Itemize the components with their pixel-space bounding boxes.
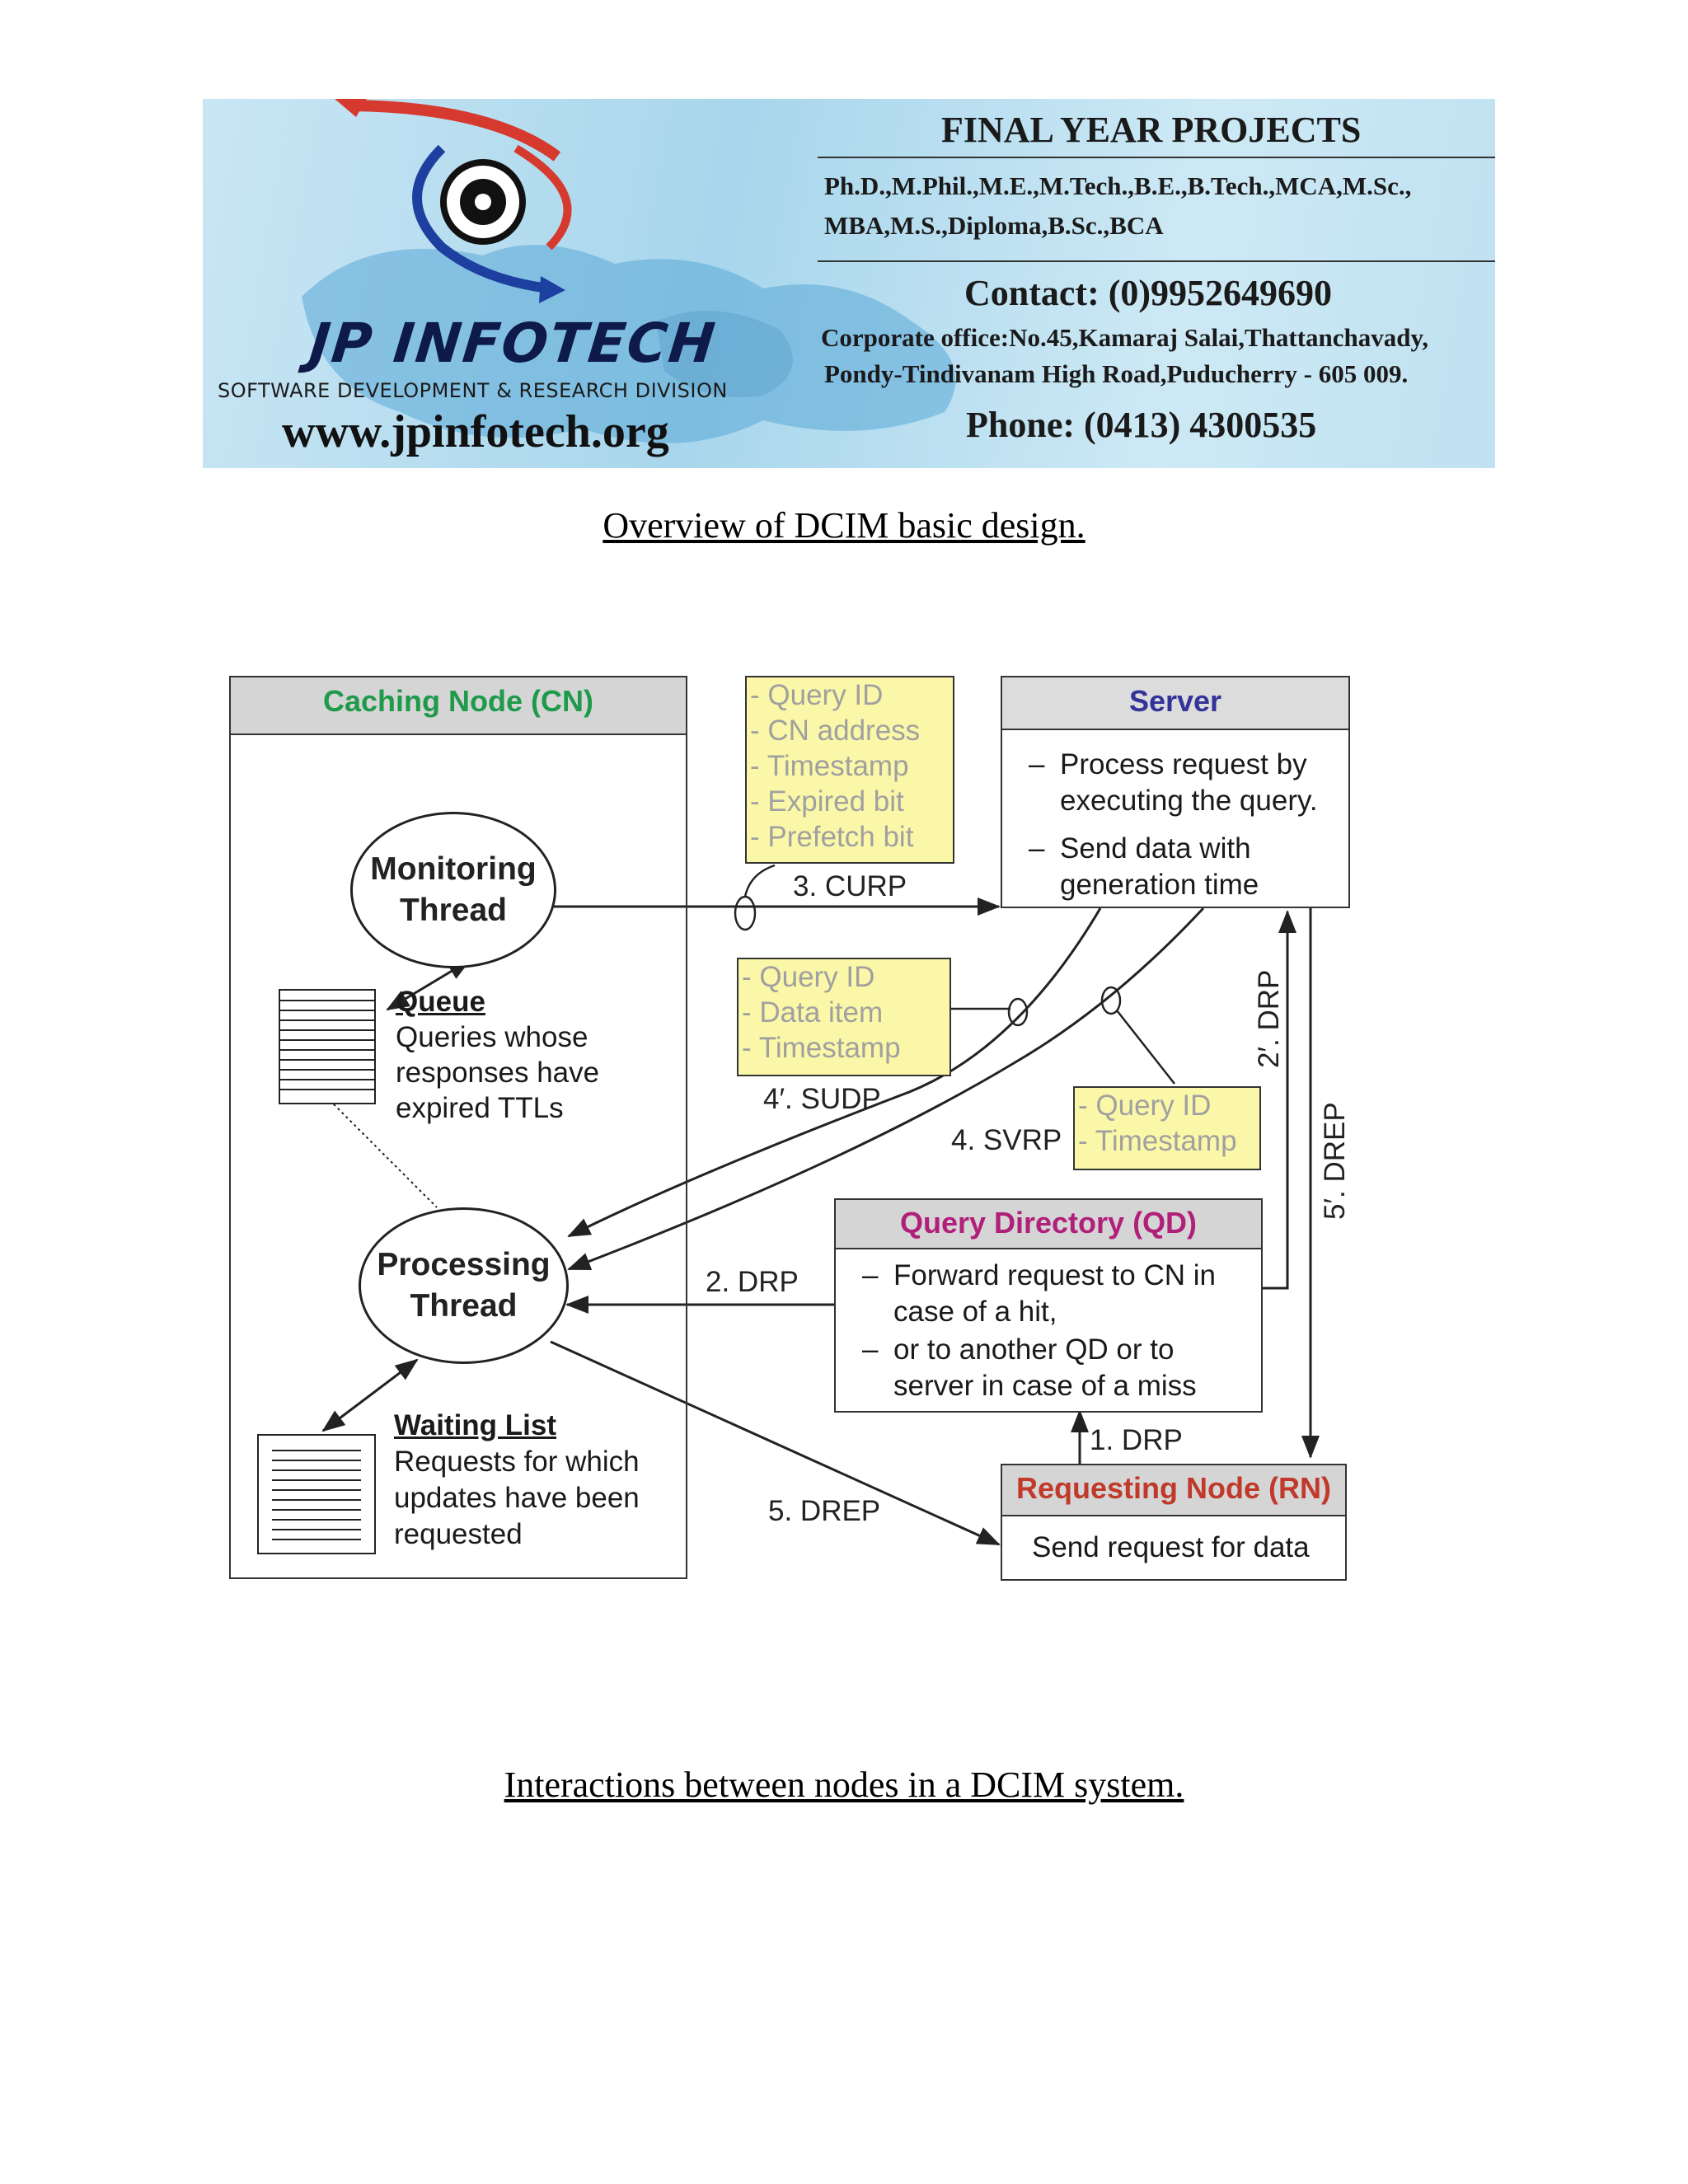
caching-node-title-text: Caching Node (CN) [323, 684, 593, 718]
sudp-field: - Query ID [742, 961, 875, 993]
curp-field: - Timestamp [750, 750, 909, 782]
server-item-2-line-2: generation time [1060, 869, 1259, 901]
sudp-arrow [567, 907, 1102, 1238]
curp-leader [743, 864, 776, 898]
svrp-connector [1100, 986, 1122, 1015]
divider [818, 260, 1495, 262]
qd-title-text: Query Directory (QD) [899, 1206, 1198, 1240]
world-map-graphic [302, 245, 956, 443]
svrp-label: 4. SVRP [951, 1124, 1062, 1156]
division-tagline: SOFTWARE DEVELOPMENT & RESEARCH DIVISION [218, 379, 728, 402]
curp-field: - Prefetch bit [750, 821, 914, 853]
requesting-node-box: Requesting Node (RN) Send request for da… [1001, 1464, 1347, 1581]
queue-dotted-link [321, 1091, 438, 1208]
drep5-label: 5. DREP [768, 1495, 881, 1527]
header-banner: JP INFOTECH SOFTWARE DEVELOPMENT & RESEA… [203, 99, 1495, 468]
curp-field: - Expired bit [750, 785, 904, 818]
waiting-list-link [321, 1358, 419, 1432]
banner-info: FINAL YEAR PROJECTS Ph.D.,M.Phil.,M.E.,M… [818, 99, 1495, 468]
monitoring-label-2: Thread [399, 893, 508, 928]
waiting-list-title: Waiting List [394, 1409, 557, 1441]
qd-item-bullet: – [862, 1259, 879, 1291]
server-title-text: Server [1128, 684, 1222, 718]
server-box: Server – Process request by executing th… [1001, 676, 1350, 908]
banner-title: FINAL YEAR PROJECTS [941, 110, 1362, 150]
svrp-leader [1116, 1010, 1175, 1085]
queue-desc-line-3: expired TTLs [396, 1092, 564, 1124]
drp2-prime-arrow [1263, 910, 1296, 1290]
processing-label-2: Thread [410, 1288, 518, 1324]
contact-number: Contact: (0)9952649690 [964, 273, 1333, 313]
server-title: Server [1002, 677, 1348, 730]
monitoring-label-1: Monitoring [370, 851, 537, 887]
curp-field: - Query ID [750, 679, 884, 711]
waiting-desc-line-3: requested [394, 1518, 523, 1550]
processing-thread-node: Processing Thread [359, 1207, 569, 1364]
svrp-field: - Timestamp [1078, 1125, 1237, 1157]
rn-title: Requesting Node (RN) [1002, 1465, 1345, 1516]
divider [818, 157, 1495, 158]
curp-connector [734, 895, 757, 931]
degrees-line-2: MBA,M.S.,Diploma,B.Sc.,BCA [824, 211, 1164, 240]
curp-fields-box: - Query ID - CN address - Timestamp - Ex… [745, 676, 954, 864]
degrees-line-1: Ph.D.,M.Phil.,M.E.,M.Tech.,B.E.,B.Tech.,… [824, 171, 1412, 200]
server-item-1-line-2: executing the query. [1060, 785, 1318, 817]
sudp-label: 4′. SUDP [763, 1083, 881, 1115]
query-directory-box: Query Directory (QD) – Forward request t… [834, 1198, 1263, 1413]
waiting-desc-line-1: Requests for which [394, 1446, 640, 1478]
caption-overview: Overview of DCIM basic design. [603, 505, 1085, 546]
curp-field: - CN address [750, 715, 921, 747]
qd-item-bullet: – [862, 1333, 879, 1366]
svrp-fields-box: - Query ID - Timestamp [1073, 1086, 1261, 1170]
qd-item-2-line-1: or to another QD or to [893, 1333, 1175, 1366]
curp-label: 3. CURP [793, 870, 907, 902]
queue-link [386, 958, 471, 1011]
brand-name: JP INFOTECH [306, 312, 720, 375]
svrp-field: - Query ID [1078, 1090, 1212, 1122]
caching-node-box: Caching Node (CN) [229, 676, 687, 1579]
server-item-bullet: – [1029, 832, 1045, 865]
drep5-arrow [550, 1340, 1001, 1546]
monitoring-thread-node: Monitoring Thread [350, 812, 556, 968]
dcim-diagram: Caching Node (CN) Queue Queries whose re… [223, 668, 1376, 1591]
processing-label-1: Processing [377, 1247, 551, 1282]
sudp-connector [1007, 997, 1029, 1027]
sudp-field: - Timestamp [742, 1032, 901, 1064]
qd-title: Query Directory (QD) [836, 1200, 1261, 1249]
website-link[interactable]: www.jpinfotech.org [282, 406, 669, 457]
queue-icon [279, 989, 376, 1104]
queue-desc-line-1: Queries whose [396, 1021, 588, 1053]
server-item-1-line-1: Process request by [1060, 748, 1307, 780]
phone-number: Phone: (0413) 4300535 [966, 405, 1317, 445]
rn-desc: Send request for data [1032, 1531, 1310, 1563]
sudp-fields-box: - Query ID - Data item - Timestamp [737, 958, 951, 1076]
qd-item-1-line-2: case of a hit, [893, 1296, 1057, 1328]
qd-item-2-line-2: server in case of a miss [893, 1370, 1197, 1402]
drp2-prime-label: 2′. DRP [1253, 969, 1285, 1068]
drep5-prime-label: 5′. DREP [1319, 1102, 1351, 1220]
caching-node-title: Caching Node (CN) [231, 677, 686, 735]
caption-interactions: Interactions between nodes in a DCIM sys… [504, 1765, 1184, 1805]
waiting-list-icon [257, 1434, 376, 1554]
waiting-desc-line-2: updates have been [394, 1482, 640, 1514]
drp2-label: 2. DRP [706, 1266, 799, 1298]
sudp-field: - Data item [742, 996, 884, 1029]
diagram-connectors [321, 864, 1320, 1546]
queue-title: Queue [396, 986, 485, 1018]
logo-eye-icon [335, 99, 572, 303]
drp1-label: 1. DRP [1090, 1424, 1183, 1456]
server-item-bullet: – [1029, 748, 1045, 780]
address-line-1: Corporate office:No.45,Kamaraj Salai,Tha… [821, 323, 1429, 352]
server-item-2-line-1: Send data with [1060, 832, 1251, 865]
svrp-arrow [567, 907, 1205, 1271]
queue-desc-line-2: responses have [396, 1057, 600, 1089]
address-line-2: Pondy-Tindivanam High Road,Puducherry - … [824, 359, 1409, 388]
qd-item-1-line-1: Forward request to CN in [893, 1259, 1216, 1291]
rn-title-text: Requesting Node (RN) [1016, 1471, 1331, 1505]
